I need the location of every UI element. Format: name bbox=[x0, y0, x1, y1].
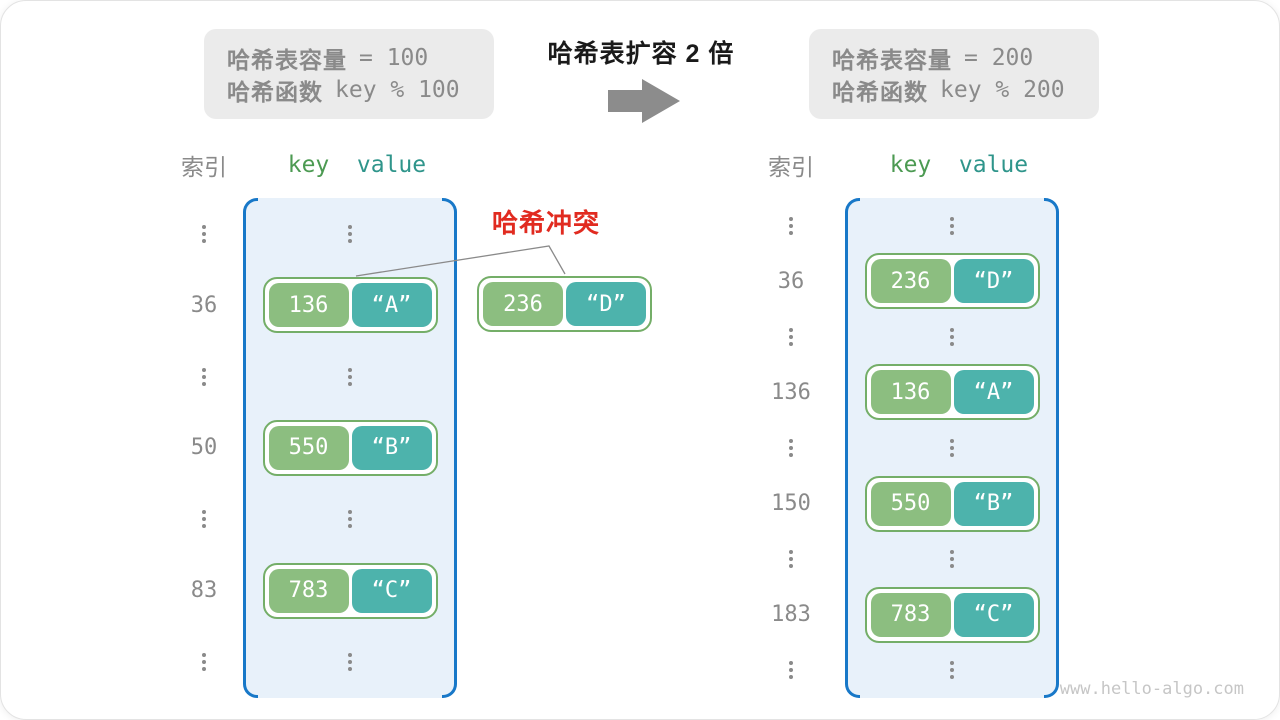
ellipsis-icon bbox=[737, 661, 845, 680]
value-box: “C” bbox=[351, 568, 432, 613]
hash-function-label: 哈希函数 bbox=[832, 79, 928, 105]
kv-pair: 550 “B” bbox=[262, 419, 438, 476]
table-row bbox=[737, 420, 1059, 475]
ellipsis-icon bbox=[348, 367, 352, 386]
bucket-index: 150 bbox=[771, 491, 811, 517]
table-body: 36 236 “D” 136 136 bbox=[737, 198, 1059, 698]
table-row: 183 783 “C” bbox=[737, 586, 1059, 643]
value-box: “D” bbox=[566, 282, 646, 326]
ellipsis-icon bbox=[165, 653, 243, 672]
ellipsis-icon bbox=[348, 653, 352, 672]
ellipsis-icon bbox=[348, 224, 352, 243]
table-row: 150 550 “B” bbox=[737, 475, 1059, 532]
hash-function-line: 哈希函数 key % 200 bbox=[832, 74, 1099, 106]
value-header: value bbox=[356, 152, 427, 178]
table-row: 83 783 “C” bbox=[165, 555, 457, 626]
table-row bbox=[737, 198, 1059, 253]
hash-function-value: key % 100 bbox=[335, 77, 460, 103]
capacity-value: = 200 bbox=[964, 45, 1034, 71]
ellipsis-icon bbox=[737, 550, 845, 569]
key-box: 550 bbox=[870, 481, 951, 526]
value-box: “A” bbox=[351, 283, 432, 328]
index-header: 索引 bbox=[768, 154, 814, 180]
ellipsis-icon bbox=[950, 550, 954, 569]
table-row bbox=[737, 643, 1059, 698]
ellipsis-icon bbox=[950, 216, 954, 235]
table-row bbox=[165, 198, 457, 269]
value-box: “D” bbox=[953, 259, 1034, 304]
capacity-label: 哈希表容量 bbox=[832, 47, 952, 73]
key-box: 136 bbox=[268, 283, 349, 328]
kv-pair: 136 “A” bbox=[262, 277, 438, 334]
key-box: 783 bbox=[870, 592, 951, 637]
ellipsis-icon bbox=[737, 327, 845, 346]
table-body: 36 136 “A” 50 550 bbox=[165, 198, 457, 698]
key-box: 550 bbox=[268, 425, 349, 470]
hash-table-before: 索引 key value 36 136 bbox=[165, 149, 457, 698]
table-row: 136 136 “A” bbox=[737, 364, 1059, 421]
ellipsis-icon bbox=[950, 439, 954, 457]
key-box: 783 bbox=[268, 568, 349, 613]
hash-table-after: 索引 key value 36 236 bbox=[737, 149, 1059, 698]
table-row bbox=[737, 309, 1059, 364]
table-header: 索引 key value bbox=[165, 149, 457, 181]
hash-function-value: key % 200 bbox=[940, 77, 1065, 103]
ellipsis-icon bbox=[165, 510, 243, 529]
capacity-line: 哈希表容量 = 100 bbox=[227, 42, 494, 74]
kv-pair: 783 “C” bbox=[262, 562, 438, 619]
kv-pair: 783 “C” bbox=[864, 586, 1040, 643]
collision-label: 哈希冲突 bbox=[491, 208, 600, 238]
value-box: “A” bbox=[953, 370, 1034, 415]
bucket-index: 183 bbox=[771, 602, 811, 628]
key-box: 136 bbox=[870, 370, 951, 415]
table-header: 索引 key value bbox=[737, 149, 1059, 181]
bucket-index: 36 bbox=[190, 292, 218, 318]
bucket-index: 83 bbox=[190, 578, 218, 604]
hash-function-line: 哈希函数 key % 100 bbox=[227, 74, 494, 106]
ellipsis-icon bbox=[737, 216, 845, 235]
right-arrow-icon bbox=[608, 79, 680, 123]
ellipsis-icon bbox=[950, 327, 954, 346]
ellipsis-icon bbox=[165, 367, 243, 386]
ellipsis-icon bbox=[165, 224, 243, 243]
value-box: “B” bbox=[351, 425, 432, 470]
key-box: 236 bbox=[870, 259, 951, 304]
capacity-line: 哈希表容量 = 200 bbox=[832, 42, 1099, 74]
table-row bbox=[165, 627, 457, 698]
table-row bbox=[737, 532, 1059, 587]
table-row: 50 550 “B” bbox=[165, 412, 457, 483]
bucket-index: 36 bbox=[777, 268, 805, 294]
capacity-label: 哈希表容量 bbox=[227, 47, 347, 73]
left-bracket bbox=[845, 198, 860, 698]
table-row bbox=[165, 341, 457, 412]
ellipsis-icon bbox=[348, 510, 352, 529]
collided-kv-pair: 236 “D” bbox=[477, 276, 652, 332]
key-header: key bbox=[889, 152, 932, 178]
table-row: 36 236 “D” bbox=[737, 253, 1059, 310]
kv-pair: 550 “B” bbox=[864, 475, 1040, 532]
ellipsis-icon bbox=[737, 439, 845, 457]
value-box: “B” bbox=[953, 481, 1034, 526]
expand-title: 哈希表扩容 2 倍 bbox=[547, 40, 735, 68]
key-box: 236 bbox=[483, 282, 563, 326]
capacity-value: = 100 bbox=[359, 45, 429, 71]
value-box: “C” bbox=[953, 592, 1034, 637]
key-header: key bbox=[287, 152, 330, 178]
watermark: www.hello-algo.com bbox=[1059, 679, 1244, 699]
kv-pair: 236 “D” bbox=[864, 253, 1040, 310]
table-row: 36 136 “A” bbox=[165, 269, 457, 340]
bucket-index: 136 bbox=[771, 379, 811, 405]
hash-function-label: 哈希函数 bbox=[227, 79, 323, 105]
index-header: 索引 bbox=[181, 154, 227, 180]
value-header: value bbox=[958, 152, 1029, 178]
info-box-after: 哈希表容量 = 200 哈希函数 key % 200 bbox=[809, 29, 1099, 119]
info-box-before: 哈希表容量 = 100 哈希函数 key % 100 bbox=[204, 29, 494, 119]
left-bracket bbox=[243, 198, 258, 698]
bucket-index: 50 bbox=[190, 435, 218, 461]
kv-pair: 136 “A” bbox=[864, 364, 1040, 421]
table-row bbox=[165, 484, 457, 555]
ellipsis-icon bbox=[950, 661, 954, 680]
